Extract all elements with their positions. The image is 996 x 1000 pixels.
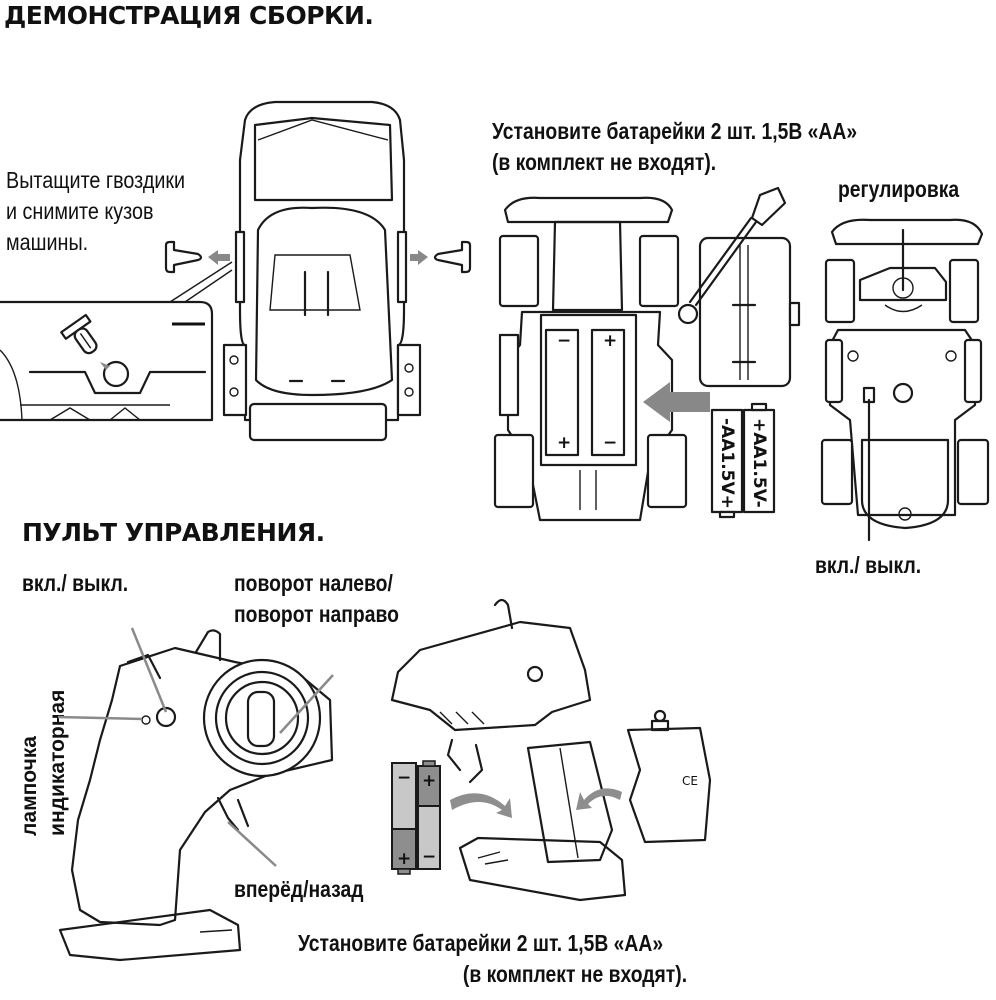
remote-battery-line-1: Установите батарейки 2 шт. 1,5В «АА» bbox=[298, 930, 664, 956]
battery-cover bbox=[698, 236, 801, 388]
battery-label-1: -AA1.5V+ bbox=[717, 418, 737, 509]
car-power-switch-label: вкл./ выкл. bbox=[815, 552, 922, 578]
battery-sign-4: − bbox=[422, 847, 436, 867]
steering-label-line-2: поворот направо bbox=[234, 601, 399, 627]
car-body-top-view bbox=[222, 100, 422, 442]
remote-power-label: вкл./ выкл. bbox=[22, 570, 129, 596]
remove-body-instruction: Вытащите гвоздики и снимите кузов машины… bbox=[6, 165, 214, 258]
battery-sign-2: + bbox=[422, 771, 436, 791]
svg-text:−: − bbox=[603, 433, 617, 453]
remote-battery-line-2: (в комплект не входят). bbox=[462, 961, 688, 987]
car-battery-instruction: Установите батарейки 2 шт. 1,5В «АА» (в … bbox=[492, 116, 927, 178]
indicator-leader-line bbox=[57, 715, 143, 721]
svg-text:−: − bbox=[557, 331, 571, 351]
battery-insert-arrow-icon bbox=[450, 793, 512, 818]
steering-label: поворот налево/ поворот направо bbox=[234, 568, 430, 630]
body-pin-left-icon bbox=[164, 240, 230, 274]
svg-text:+: + bbox=[557, 433, 571, 453]
aa-battery-pair-car: -AA1.5V+ +AA1.5V- bbox=[710, 402, 776, 519]
battery-sign-1: − bbox=[397, 768, 411, 788]
throttle-leader-line bbox=[227, 821, 277, 867]
remove-body-line-2: и снимите кузов bbox=[6, 198, 154, 224]
screwdriver-icon bbox=[677, 186, 787, 325]
steering-label-line-1: поворот налево/ bbox=[234, 570, 393, 596]
svg-text:+: + bbox=[603, 331, 617, 351]
pin-detail-inset bbox=[0, 261, 233, 422]
remote-controller-battery-view: CE bbox=[390, 598, 712, 902]
power-leader-line bbox=[130, 627, 168, 713]
aa-battery-pair-remote: − + + − bbox=[391, 760, 441, 875]
remote-battery-instruction: Установите батарейки 2 шт. 1,5В «АА» (в … bbox=[298, 928, 733, 990]
throttle-label: вперёд/назад bbox=[234, 876, 364, 902]
arrow-right-icon bbox=[410, 250, 428, 265]
car-chassis-battery-view: − + + − bbox=[493, 196, 688, 522]
remove-body-line-1: Вытащите гвоздики bbox=[6, 167, 186, 193]
assembly-section-title: ДЕМОНСТРАЦИЯ СБОРКИ. bbox=[4, 1, 374, 30]
car-chassis-underside bbox=[820, 218, 990, 542]
car-battery-line-2: (в комплект не входят). bbox=[492, 149, 717, 175]
remove-body-line-3: машины. bbox=[6, 229, 89, 255]
battery-sign-3: + bbox=[397, 849, 411, 869]
insert-arrow-icon bbox=[643, 382, 710, 422]
adjustment-label: регулировка bbox=[838, 176, 960, 202]
battery-label-2: +AA1.5V- bbox=[749, 418, 769, 508]
remote-section-title: ПУЛЬТ УПРАВЛЕНИЯ. bbox=[22, 518, 325, 547]
body-pin-right-icon bbox=[410, 240, 472, 274]
cover-close-arrow-icon bbox=[576, 788, 622, 810]
arrow-left-icon bbox=[208, 250, 230, 265]
steering-leader-line bbox=[279, 674, 334, 734]
remote-controller-front bbox=[58, 629, 334, 962]
ce-mark: CE bbox=[682, 774, 698, 788]
car-battery-line-1: Установите батарейки 2 шт. 1,5В «АА» bbox=[492, 118, 858, 144]
